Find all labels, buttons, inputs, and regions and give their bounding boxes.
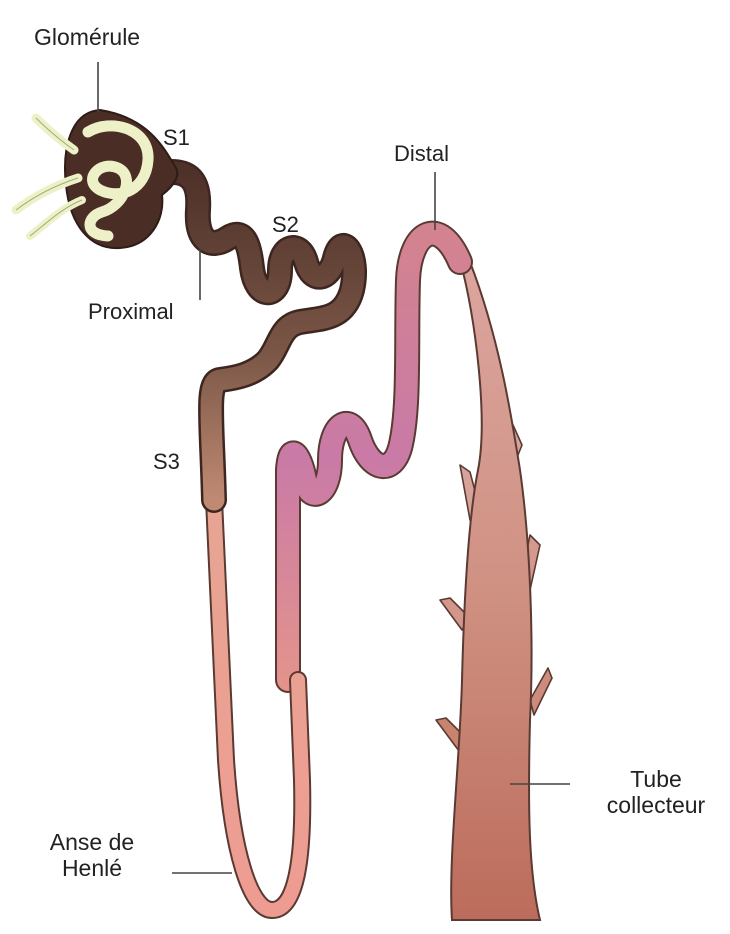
- label-tube-collecteur: Tube collecteur: [590, 766, 722, 819]
- label-tube-line1: Tube: [590, 766, 722, 792]
- label-anse-line2: Henlé: [24, 855, 160, 881]
- label-anse-de-henle: Anse de Henlé: [24, 829, 160, 882]
- label-glomerule: Glomérule: [34, 24, 140, 50]
- label-anse-line1: Anse de: [24, 829, 160, 855]
- label-s2: S2: [272, 212, 299, 237]
- glomerulus: [16, 110, 177, 248]
- label-distal: Distal: [394, 141, 449, 166]
- label-proximal: Proximal: [88, 299, 174, 324]
- label-s3: S3: [153, 449, 180, 474]
- label-s1: S1: [163, 125, 190, 150]
- label-tube-line2: collecteur: [590, 792, 722, 818]
- collecting-duct: [451, 260, 540, 920]
